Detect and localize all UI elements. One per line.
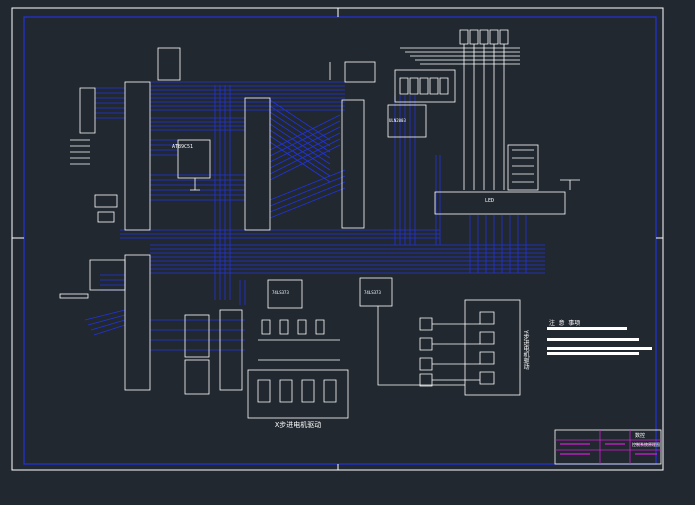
drawing-frame <box>11 7 664 471</box>
x-driver-caption: X步进电机驱动 <box>275 421 322 429</box>
latch-y-label: 74LS373 <box>364 290 381 295</box>
mcu-small-label: AT89C51 <box>172 144 194 150</box>
notes-block <box>547 327 652 355</box>
y-driver-caption: Y步进电机驱动 <box>522 330 529 370</box>
latch-x-label: 74LS373 <box>272 290 289 295</box>
title-block <box>554 429 662 465</box>
title-block-top: 数控 <box>635 433 646 439</box>
display-label: LED <box>485 198 495 204</box>
components <box>59 29 580 419</box>
driver-label: ULN2003 <box>389 118 406 123</box>
title-block-name: 控制系统原理图 <box>632 442 660 447</box>
notes-title: 注 意 事项 <box>549 320 581 327</box>
